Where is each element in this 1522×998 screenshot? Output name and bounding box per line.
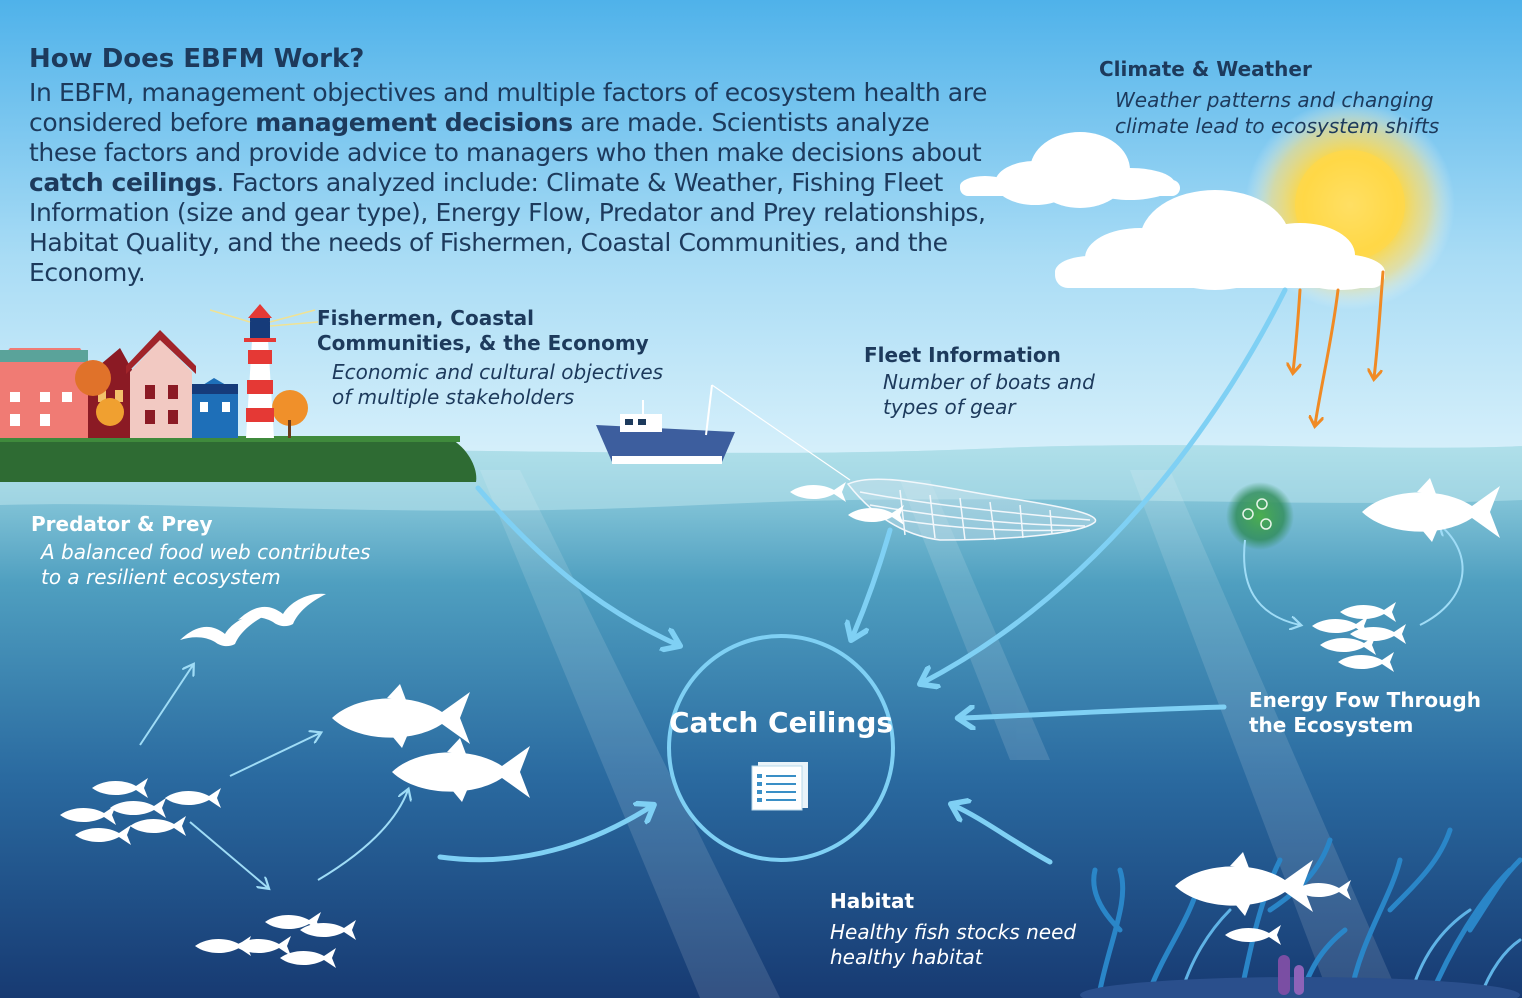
catch-ceilings-title: Catch Ceilings — [668, 706, 894, 739]
habitat-title: Habitat — [830, 889, 915, 913]
arrow-from-energy — [960, 704, 1227, 718]
arrow-from-habitat — [953, 805, 1053, 865]
intro-text-3: . Factors analyzed include: Climate & We… — [29, 168, 986, 287]
light-rays — [480, 470, 1400, 998]
intro-bold-catch-ceilings: catch ceilings — [29, 168, 217, 197]
energy-title-line-2: the Ecosystem — [1249, 713, 1414, 737]
factor-arrows — [437, 287, 1288, 865]
fleet-title: Fleet Information — [864, 343, 1061, 367]
energy-cycle — [1243, 525, 1464, 625]
climate-title: Climate & Weather — [1099, 57, 1312, 81]
sun-ray-arrows — [1293, 270, 1385, 425]
intro-text-2: are made. Scientists analyze these facto… — [29, 108, 982, 167]
arrow-from-community — [475, 485, 678, 645]
cloud-small — [960, 132, 1180, 208]
habitat-desc-line-1: Healthy fish stocks need — [830, 920, 1077, 944]
intro-text-1: In EBFM, management objectives and multi… — [29, 78, 988, 137]
fishing-boat — [596, 384, 851, 481]
community-title-line-2: Communities, & the Economy — [317, 331, 649, 355]
arrow-from-fleet — [852, 527, 893, 638]
predator-prey-desc-line-1: A balanced food web contributes — [41, 540, 371, 564]
community-desc-line-2: of multiple stakeholders — [332, 385, 575, 409]
plankton-icon — [1226, 482, 1294, 550]
predator-prey-desc-line-2: to a resilient ecosystem — [41, 565, 281, 589]
fleet-desc-line-1: Number of boats and — [883, 370, 1095, 394]
catch-ceilings-circle — [667, 634, 895, 862]
intro-paragraph: In EBFM, management objectives and multi… — [29, 78, 989, 288]
energy-title-line-1: Energy Fow Through — [1249, 688, 1481, 712]
predator-prey-title: Predator & Prey — [31, 512, 213, 536]
lighthouse — [209, 304, 319, 438]
community-desc-line-1: Economic and cultural objectives — [332, 360, 664, 384]
climate-desc-line-2: climate lead to ecosystem shifts — [1115, 114, 1440, 138]
tube-coral — [1278, 955, 1290, 995]
climate-desc-line-1: Weather patterns and changing — [1115, 88, 1434, 112]
coastal-town — [0, 330, 308, 438]
document-list-icon — [751, 762, 808, 811]
intro-title: How Does EBFM Work? — [29, 44, 365, 74]
ocean — [0, 445, 1522, 998]
cloud-large — [1055, 190, 1385, 290]
food-web-arrows — [139, 665, 408, 888]
trawl-net — [846, 478, 1097, 541]
habitat-desc-line-2: healthy habitat — [830, 945, 983, 969]
arrow-from-climate — [922, 287, 1288, 683]
arrow-from-predator — [437, 806, 652, 863]
intro-bold-management-decisions: management decisions — [255, 108, 573, 137]
fleet-desc-line-2: types of gear — [883, 395, 1016, 419]
coast-land — [0, 438, 477, 482]
community-title-line-1: Fishermen, Coastal — [317, 306, 535, 330]
